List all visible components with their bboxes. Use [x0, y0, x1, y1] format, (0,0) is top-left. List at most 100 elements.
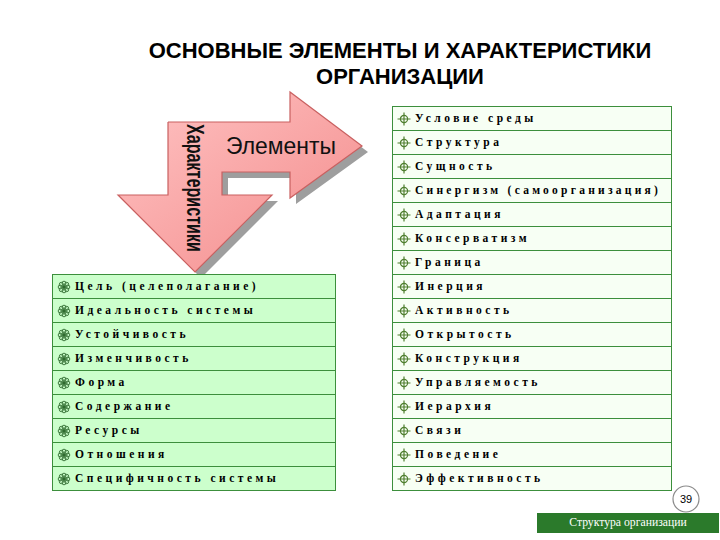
bullet-icon	[397, 136, 411, 150]
element-row: Структура	[392, 130, 672, 155]
row-text: Эффективность	[393, 467, 544, 490]
bullet-petal	[65, 426, 69, 430]
footer-box: Структура организации	[536, 512, 720, 534]
page-number-circle: 39	[672, 485, 700, 513]
bullet-cross	[398, 425, 411, 438]
bullet-petal	[65, 354, 69, 358]
footer-text: Структура организации	[537, 513, 719, 533]
row-text: Цель (целеполагание)	[53, 275, 259, 298]
bullet-petal	[65, 330, 69, 334]
bullet-cross	[398, 305, 411, 318]
page-number: 39	[672, 485, 700, 513]
bullet-center	[62, 405, 66, 409]
bullet-icon	[57, 448, 71, 462]
element-row: Управляемость	[392, 370, 672, 395]
bullet-icon	[57, 304, 71, 318]
characteristic-row: Ресурсы	[52, 418, 336, 443]
bullet-petal	[65, 306, 69, 310]
element-row: Сущность	[392, 154, 672, 179]
row-text: Сущность	[393, 155, 496, 178]
row-text: Поведение	[393, 443, 501, 466]
element-row: Связи	[392, 418, 672, 443]
row-text: Адаптация	[393, 203, 504, 226]
bullet-icon	[57, 400, 71, 414]
bullet-center	[62, 381, 66, 385]
row-text: Инерция	[393, 275, 486, 298]
slide-title: ОСНОВНЫЕ ЭЛЕМЕНТЫ И ХАРАКТЕРИСТИКИ ОРГАН…	[100, 38, 700, 90]
characteristic-row: Идеальность системы	[52, 298, 336, 323]
bullet-icon	[397, 448, 411, 462]
bullet-petal	[65, 474, 69, 478]
bullet-icon	[397, 328, 411, 342]
bullet-cross	[398, 353, 411, 366]
bullet-icon	[397, 376, 411, 390]
element-row: Консерватизм	[392, 226, 672, 251]
row-text: Устойчивость	[53, 323, 189, 346]
bent-arrow: ЭлементыХарактеристики	[108, 86, 370, 278]
row-text: Структура	[393, 131, 502, 154]
characteristic-row: Форма	[52, 370, 336, 395]
element-row: Адаптация	[392, 202, 672, 227]
bullet-cross	[398, 113, 411, 126]
bullet-icon	[397, 232, 411, 246]
bullet-cross	[398, 185, 411, 198]
bullet-cross	[398, 449, 411, 462]
bullet-center	[62, 357, 66, 361]
bullet-icon	[397, 304, 411, 318]
arrow-vertical-label: Характеристики	[182, 124, 208, 252]
bullet-icon	[397, 424, 411, 438]
bullet-petal	[65, 450, 69, 454]
bullet-icon	[397, 400, 411, 414]
row-text: Управляемость	[393, 371, 541, 394]
element-row: Синергизм (самоорганизация)	[392, 178, 672, 203]
element-row: Иерархия	[392, 394, 672, 419]
element-row: Эффективность	[392, 466, 672, 491]
bullet-center	[62, 453, 66, 457]
row-text: Консерватизм	[393, 227, 530, 250]
bullet-center	[62, 309, 66, 313]
element-row: Инерция	[392, 274, 672, 299]
bullet-icon	[397, 208, 411, 222]
bullet-cross	[398, 281, 411, 294]
row-text: Конструкция	[393, 347, 523, 370]
element-row: Граница	[392, 250, 672, 275]
characteristic-row: Устойчивость	[52, 322, 336, 347]
bullet-cross	[398, 329, 411, 342]
element-row: Поведение	[392, 442, 672, 467]
row-text: Специфичность системы	[53, 467, 279, 490]
element-row: Открытость	[392, 322, 672, 347]
row-text: Связи	[393, 419, 464, 442]
bullet-cross	[398, 401, 411, 414]
element-row: Активность	[392, 298, 672, 323]
row-text: Условие среды	[393, 107, 537, 130]
bullet-icon	[397, 472, 411, 486]
arrow-body	[118, 92, 362, 272]
row-text: Отношения	[53, 443, 168, 466]
row-text: Изменчивость	[53, 347, 192, 370]
row-text: Синергизм (самоорганизация)	[393, 179, 661, 202]
row-text: Граница	[393, 251, 484, 274]
bullet-icon	[57, 376, 71, 390]
bullet-icon	[57, 424, 71, 438]
bullet-cross	[398, 137, 411, 150]
element-row: Условие среды	[392, 106, 672, 131]
bullet-icon	[397, 160, 411, 174]
bullet-cross	[398, 377, 411, 390]
bullet-cross	[398, 233, 411, 246]
bullet-icon	[57, 352, 71, 366]
row-text: Открытость	[393, 323, 515, 346]
row-text: Содержание	[53, 395, 174, 418]
row-text: Иерархия	[393, 395, 494, 418]
bullet-cross	[398, 473, 411, 486]
bullet-cross	[398, 209, 411, 222]
element-row: Конструкция	[392, 346, 672, 371]
bullet-cross	[398, 161, 411, 174]
row-text: Ресурсы	[53, 419, 143, 442]
bullet-center	[62, 285, 66, 289]
bullet-icon	[57, 280, 71, 294]
arrow-outline	[108, 86, 370, 278]
row-text: Идеальность системы	[53, 299, 256, 322]
bullet-icon	[397, 112, 411, 126]
bullet-center	[62, 333, 66, 337]
